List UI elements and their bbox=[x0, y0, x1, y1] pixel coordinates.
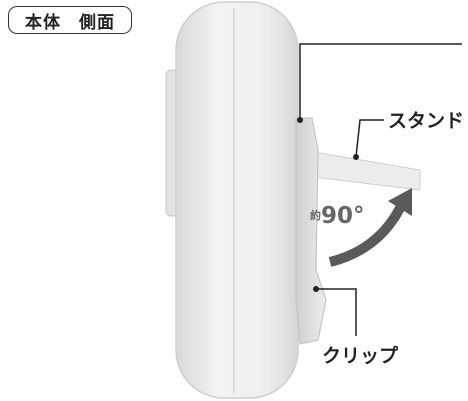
angle-label: 約90° bbox=[310, 203, 365, 229]
clip-part bbox=[295, 117, 327, 345]
stand-leader bbox=[355, 119, 384, 158]
arrow-head bbox=[388, 188, 412, 216]
stand-label: スタンド bbox=[388, 110, 465, 132]
clip-leader bbox=[316, 288, 357, 336]
side-view-title: 本体 側面 bbox=[8, 6, 132, 34]
clip-label: クリップ bbox=[322, 345, 399, 367]
device-body bbox=[175, 1, 299, 399]
rotation-arrow bbox=[328, 205, 405, 267]
angle-value: 90° bbox=[321, 203, 365, 229]
angle-prefix: 約 bbox=[310, 209, 321, 222]
stand-leader-top bbox=[299, 43, 462, 120]
stand-part bbox=[301, 149, 421, 191]
